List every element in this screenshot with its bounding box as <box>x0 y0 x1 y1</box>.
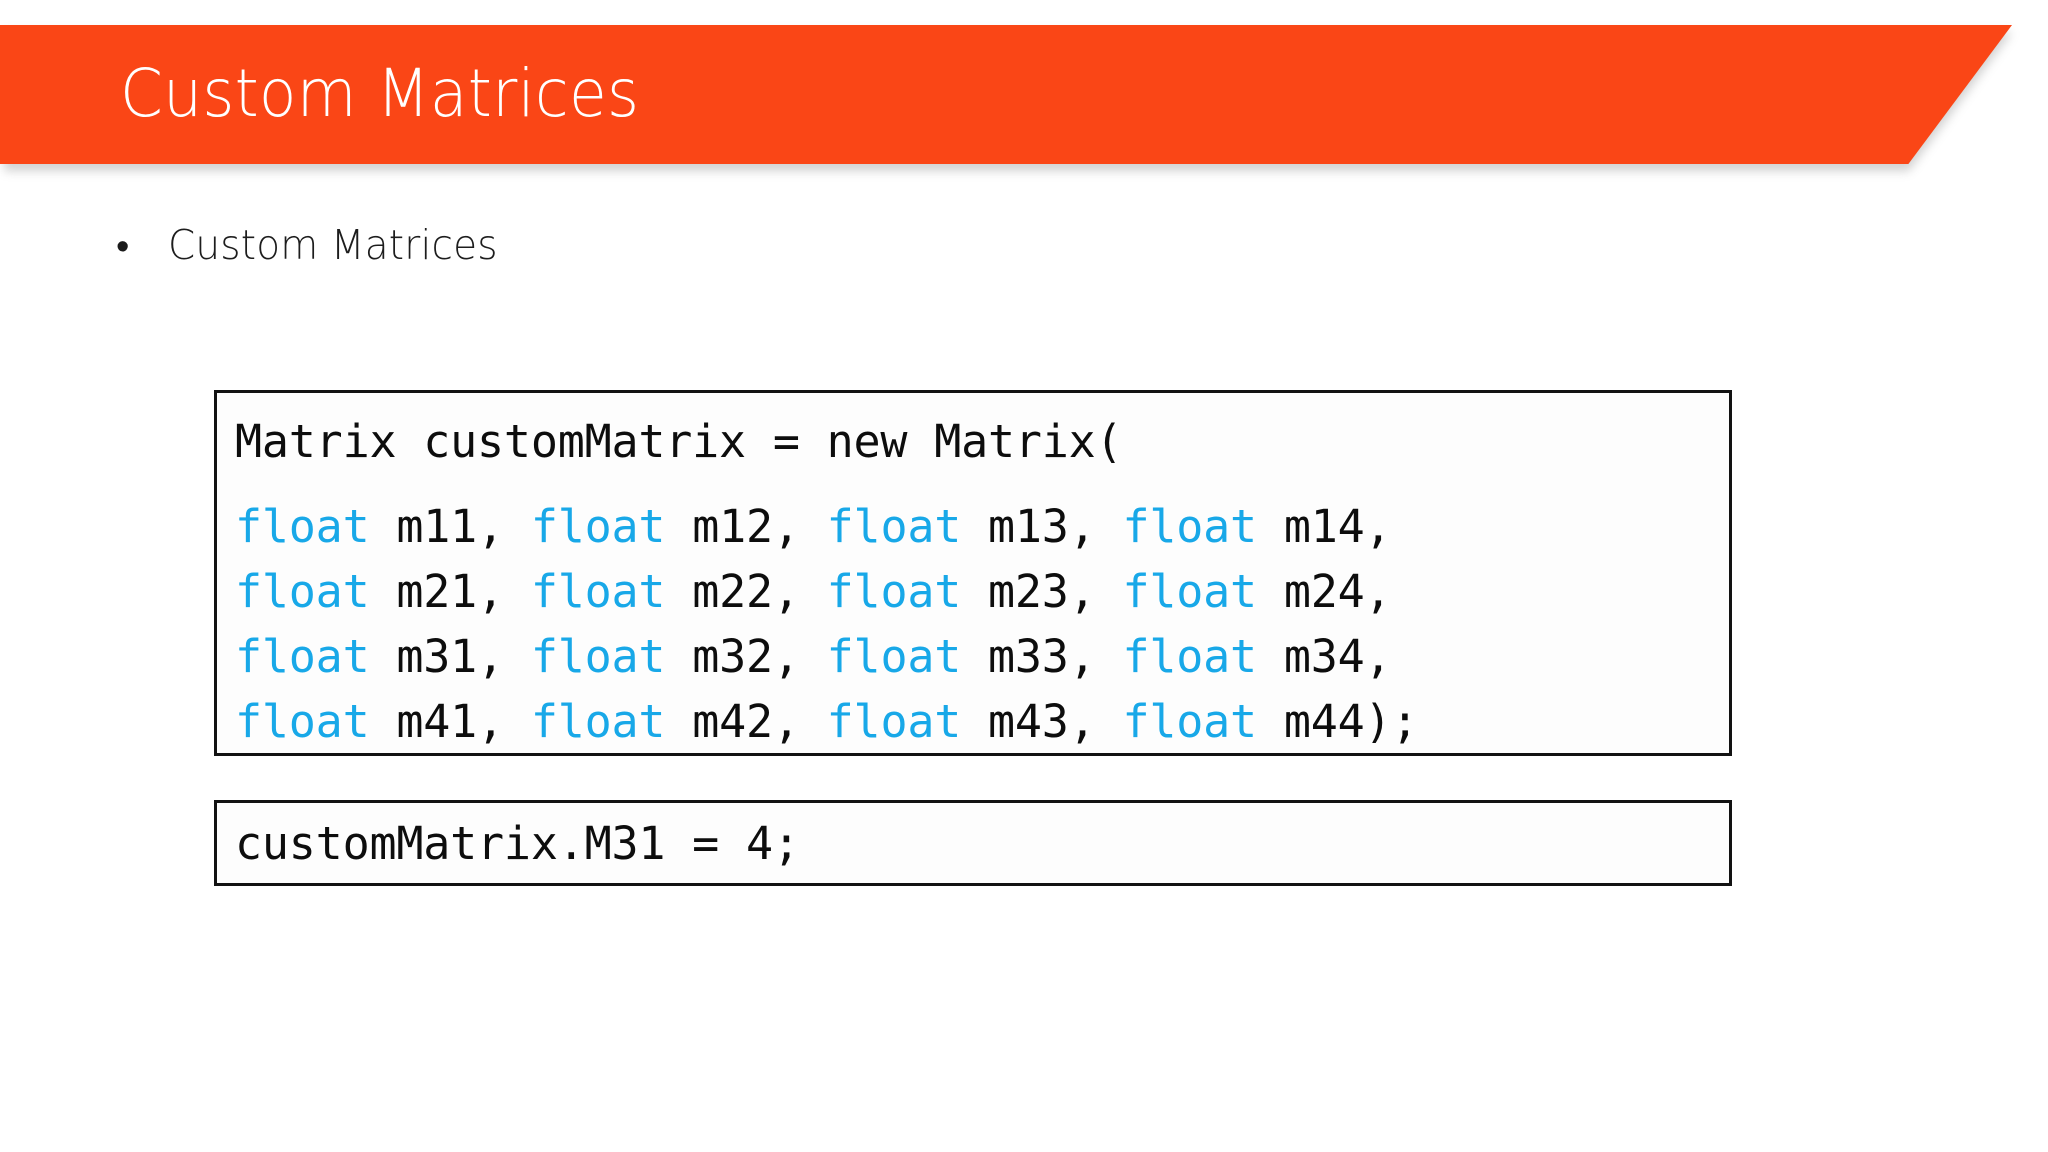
code-line-row-2: float m21, float m22, float m23, float m… <box>235 559 1729 624</box>
code-text: m11, <box>369 500 531 553</box>
code-text: m31, <box>369 630 531 683</box>
list-item: • Custom Matrices <box>108 216 1908 276</box>
code-keyword: float <box>1122 630 1257 683</box>
bullet-list: • Custom Matrices <box>108 216 1908 284</box>
code-keyword: float <box>826 565 962 618</box>
banner-shape <box>0 25 2012 164</box>
code-block-matrix-declaration: Matrix customMatrix = new Matrix( float … <box>214 390 1732 756</box>
code-keyword: float <box>530 565 666 618</box>
code-text: m21, <box>369 565 531 618</box>
code-text: m24, <box>1256 565 1392 618</box>
slide-header-banner: Custom Matrices <box>0 25 2012 171</box>
code-text: Matrix customMatrix = new Matrix( <box>235 415 1123 468</box>
code-line-assignment: customMatrix.M31 = 4; <box>235 811 1729 876</box>
code-text: customMatrix.M31 = 4; <box>235 817 800 870</box>
code-keyword: float <box>235 630 370 683</box>
code-text: m12, <box>665 500 827 553</box>
code-keyword: float <box>1122 565 1257 618</box>
code-keyword: float <box>826 695 962 748</box>
code-text: m22, <box>665 565 827 618</box>
code-text: m32, <box>665 630 827 683</box>
code-text: m41, <box>369 695 531 748</box>
code-text: m44); <box>1256 695 1419 748</box>
code-keyword: float <box>235 500 370 553</box>
code-keyword: float <box>826 630 962 683</box>
code-keyword: float <box>530 630 666 683</box>
page-title: Custom Matrices <box>120 55 640 132</box>
code-keyword: float <box>235 565 370 618</box>
bullet-marker-icon: • <box>116 226 130 268</box>
code-text: m43, <box>961 695 1123 748</box>
code-line-row-1: float m11, float m12, float m13, float m… <box>235 494 1729 559</box>
code-block-matrix-assignment: customMatrix.M31 = 4; <box>214 800 1732 886</box>
code-keyword: float <box>530 500 666 553</box>
code-text: m42, <box>665 695 827 748</box>
code-text: m23, <box>961 565 1123 618</box>
bullet-item-label: Custom Matrices <box>168 221 498 269</box>
code-keyword: float <box>530 695 666 748</box>
code-text: m33, <box>961 630 1123 683</box>
code-line-row-3: float m31, float m32, float m33, float m… <box>235 624 1729 689</box>
code-keyword: float <box>235 695 370 748</box>
code-text: m34, <box>1256 630 1392 683</box>
code-keyword: float <box>1122 500 1257 553</box>
code-line-constructor-signature: Matrix customMatrix = new Matrix( <box>235 409 1729 474</box>
code-line-row-4: float m41, float m42, float m43, float m… <box>235 689 1729 754</box>
code-keyword: float <box>826 500 962 553</box>
code-keyword: float <box>1122 695 1257 748</box>
code-text: m13, <box>961 500 1123 553</box>
code-text: m14, <box>1256 500 1392 553</box>
